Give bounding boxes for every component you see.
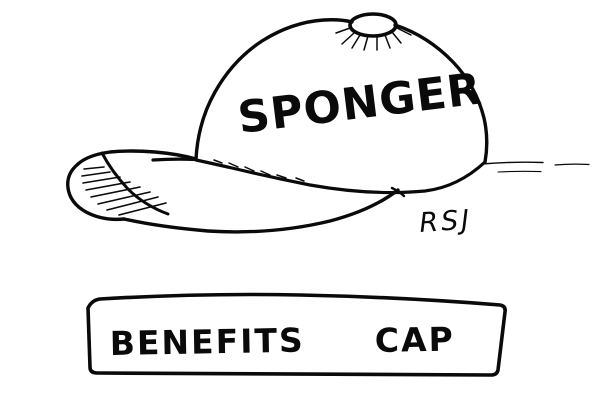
caption-word-two: CAP xyxy=(374,320,455,360)
caption-word-one: BENEFITS xyxy=(109,321,305,363)
button-stitch-rays xyxy=(335,27,412,51)
shading-hatch xyxy=(81,166,167,216)
signature: RSJ xyxy=(418,204,473,239)
cap-peak xyxy=(66,149,406,234)
cap-crown xyxy=(194,18,489,164)
crown-label-text: SPONGER xyxy=(235,63,485,144)
crown-label: SPONGER xyxy=(235,63,485,144)
band-stitch-marks xyxy=(213,159,305,182)
caption-banner xyxy=(86,292,507,377)
caption-text-group: BENEFITS CAP xyxy=(109,320,455,363)
signature-text: RSJ xyxy=(418,204,473,239)
cap-button-oval xyxy=(335,12,412,51)
cap-band-seam xyxy=(194,158,487,195)
